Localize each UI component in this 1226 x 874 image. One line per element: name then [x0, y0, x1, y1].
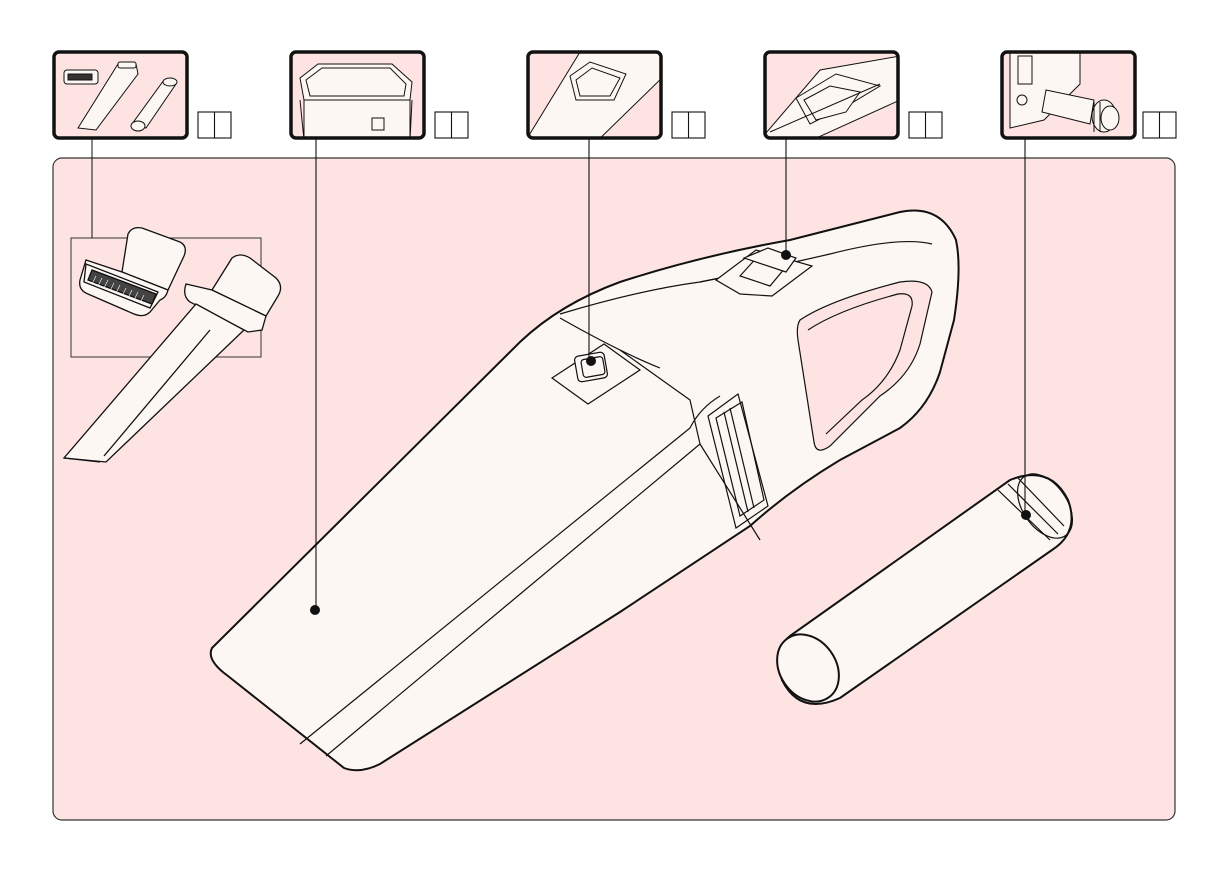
callout-dot-release-button: [586, 356, 596, 366]
callout-dot-filter: [1021, 510, 1031, 520]
thumbnail-charging-adapter[interactable]: [1002, 52, 1135, 138]
manual-book-icon[interactable]: [672, 112, 705, 138]
manual-book-icon[interactable]: [198, 112, 231, 138]
manual-book-icon[interactable]: [909, 112, 942, 138]
thumbnail-dust-container[interactable]: [291, 52, 424, 140]
manual-book-icon[interactable]: [435, 112, 468, 138]
thumbnail-accessory-tools[interactable]: [54, 52, 187, 138]
manual-book-icon[interactable]: [1143, 112, 1176, 138]
dust-container-icon: [300, 64, 412, 140]
thumbnail-release-button[interactable]: [520, 52, 670, 150]
thumbnail-power-switch[interactable]: [760, 52, 900, 150]
callout-dot-power-switch: [781, 250, 791, 260]
callout-dot-dust-container: [310, 605, 320, 615]
